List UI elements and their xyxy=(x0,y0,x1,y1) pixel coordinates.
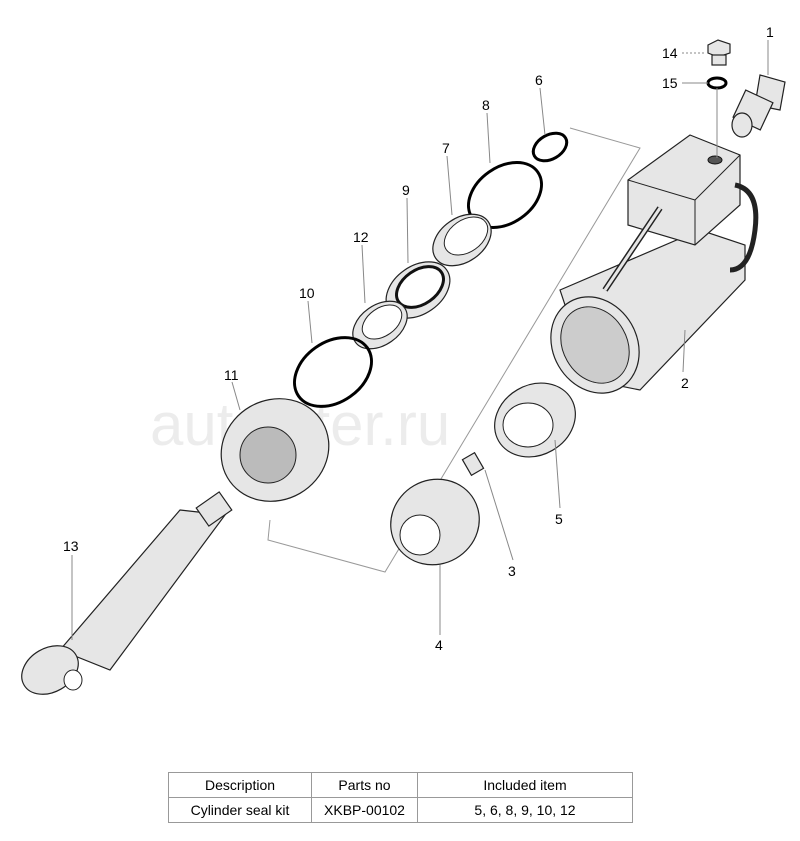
port-block xyxy=(602,134,759,292)
callout-2: 2 xyxy=(681,375,689,391)
callout-6: 6 xyxy=(535,72,543,88)
table-row: Cylinder seal kit XKBP-00102 5, 6, 8, 9,… xyxy=(168,797,633,823)
part-4-rod-gland xyxy=(390,478,480,566)
cell-included-item: 5, 6, 8, 9, 10, 12 xyxy=(417,797,633,823)
part-14-plug xyxy=(707,39,731,66)
callout-1: 1 xyxy=(766,24,774,40)
callout-8: 8 xyxy=(482,97,490,113)
table-header-row: Description Parts no Included item xyxy=(168,772,633,798)
part-1-valve xyxy=(731,74,786,138)
part-5-piston xyxy=(494,382,576,458)
callout-5: 5 xyxy=(555,511,563,527)
part-2-cylinder-barrel xyxy=(550,229,746,394)
part-13-piston-rod xyxy=(21,491,233,695)
cell-description: Cylinder seal kit xyxy=(168,797,312,823)
callout-13: 13 xyxy=(63,538,79,554)
assembly-outline xyxy=(267,127,641,573)
callout-7: 7 xyxy=(442,140,450,156)
callout-14: 14 xyxy=(662,45,678,61)
part-7-backup-ring xyxy=(432,213,492,267)
part-9-seal xyxy=(385,261,451,319)
header-included-item: Included item xyxy=(417,772,633,798)
part-6-o-ring xyxy=(531,131,569,163)
seal-kit-table: Description Parts no Included item Cylin… xyxy=(168,772,633,823)
part-12-wiper xyxy=(352,300,408,350)
leader-lines xyxy=(71,40,769,640)
part-11-gland-nut xyxy=(220,398,330,502)
callout-10: 10 xyxy=(299,285,315,301)
callout-15: 15 xyxy=(662,75,678,91)
callout-3: 3 xyxy=(508,563,516,579)
header-parts-no: Parts no xyxy=(311,772,418,798)
callout-9: 9 xyxy=(402,182,410,198)
callout-4: 4 xyxy=(435,637,443,653)
part-15-o-ring xyxy=(706,76,728,90)
part-3-set-screw xyxy=(461,451,485,477)
header-description: Description xyxy=(168,772,312,798)
part-10-o-ring xyxy=(293,336,373,408)
cell-parts-no: XKBP-00102 xyxy=(311,797,418,823)
callout-12: 12 xyxy=(353,229,369,245)
callout-11: 11 xyxy=(224,367,239,383)
